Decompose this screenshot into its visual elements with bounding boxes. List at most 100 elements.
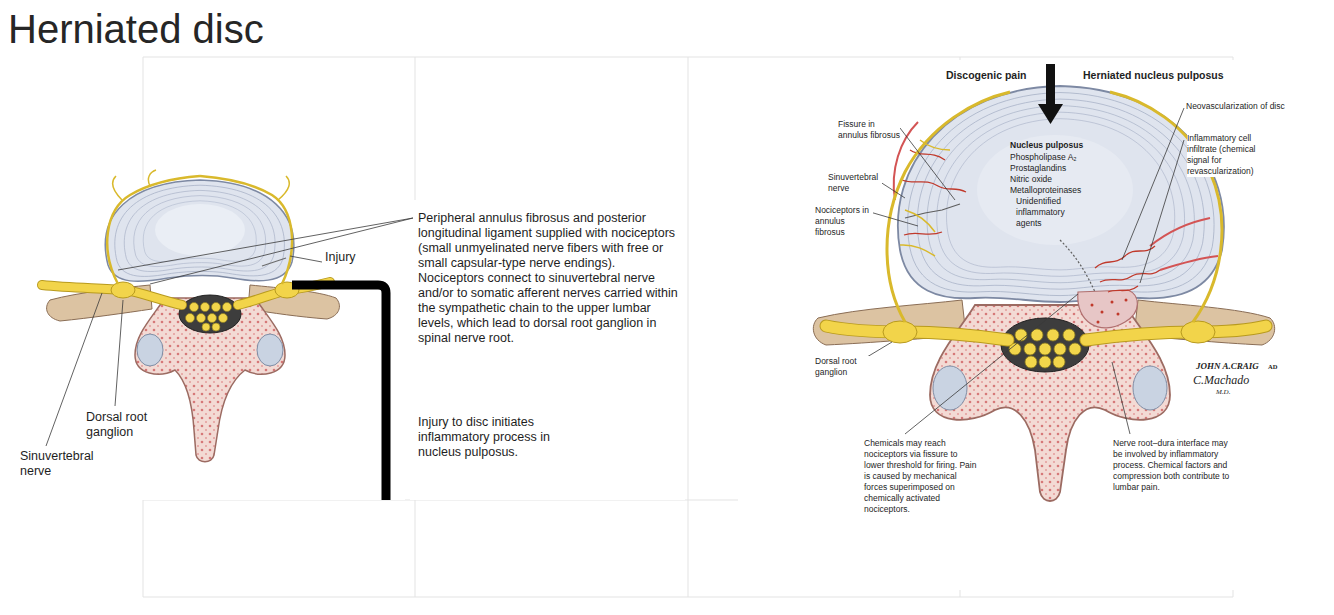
dorsal-root-ganglion xyxy=(1181,321,1215,343)
panel-line xyxy=(688,57,689,597)
facet-joint xyxy=(1133,366,1167,410)
facet-joint xyxy=(137,334,163,366)
nerve-root-section xyxy=(1015,329,1027,341)
note-text: Peripheral annulus fibrosus and posterio… xyxy=(418,211,680,346)
leader-line xyxy=(1122,108,1184,260)
leader-line xyxy=(150,218,413,284)
part-label: Nociceptors in annulus fibrosus xyxy=(815,205,873,238)
signature: AD xyxy=(1268,363,1277,371)
nerve-root-section xyxy=(219,314,228,323)
nerve-root-section xyxy=(197,314,206,323)
list-item: Unidentified inflammatory agents xyxy=(1016,196,1076,229)
herniated-nucleus xyxy=(1078,290,1138,328)
leader-lines xyxy=(46,218,413,446)
sinuvertebral-nerve xyxy=(887,92,1010,322)
nerve-root-section xyxy=(1025,356,1037,368)
leader-line xyxy=(118,218,413,270)
inflammatory-cells xyxy=(1091,299,1128,324)
leader-line xyxy=(290,256,322,262)
nerve-root-section xyxy=(1054,343,1066,355)
part-label: Sinuvertebral nerve xyxy=(20,449,110,479)
dorsal-root-ganglion xyxy=(111,282,135,298)
part-label: Inflammatory cell infiltrate (chemical s… xyxy=(1187,133,1265,177)
annulus-ring xyxy=(917,99,1204,289)
annulus-ring xyxy=(115,185,285,276)
list-item: Nitric oxide xyxy=(1010,174,1052,185)
leader-line xyxy=(900,128,955,200)
right-vertebra xyxy=(813,64,1274,501)
note-text: Injury to disc initiates inflammatory pr… xyxy=(418,415,588,460)
cauda-equina xyxy=(186,303,232,332)
nerve-root-section xyxy=(212,303,221,312)
leader-line xyxy=(870,212,918,226)
cell-dot xyxy=(1117,313,1120,316)
dorsal-root-ganglion xyxy=(883,321,917,343)
cauda-equina xyxy=(1009,329,1081,368)
intervertebral-disc xyxy=(898,86,1224,302)
leader-line xyxy=(1140,140,1184,283)
annulus-ring xyxy=(908,93,1214,296)
nerve-root-section xyxy=(1069,343,1081,355)
annulus-rings xyxy=(908,93,1214,296)
nerve-root-section xyxy=(186,314,195,323)
leader-line xyxy=(1112,362,1130,434)
cell-dot xyxy=(1101,311,1104,314)
spinal-canal xyxy=(179,295,241,333)
annulus-fissure xyxy=(905,204,960,218)
list-item: Metalloproteinases xyxy=(1010,185,1081,196)
cell-dot xyxy=(1111,301,1114,304)
sinuvertebral-nerve xyxy=(107,176,200,284)
spinal-canal xyxy=(1001,318,1089,372)
part-label: Nucleus pulposus xyxy=(1010,140,1083,151)
annulus-fissure xyxy=(1060,240,1095,292)
left-vertebra xyxy=(42,170,339,462)
nerve-root-section xyxy=(201,303,210,312)
nerve-root-section xyxy=(190,303,199,312)
sinuvertebral-nerve xyxy=(1110,92,1222,322)
part-label: Sinuvertebral nerve xyxy=(828,172,882,194)
nociceptor-branch xyxy=(900,140,950,256)
injury-fissure xyxy=(262,258,286,266)
spinal-nerve-outline xyxy=(1086,326,1266,340)
nerve-root-section xyxy=(1024,343,1036,355)
part-label: Injury xyxy=(325,250,385,265)
note-text: Chemicals may reach nociceptors via fiss… xyxy=(864,438,980,515)
bracket xyxy=(292,285,386,500)
spinal-nerve xyxy=(1086,326,1266,340)
facet-joint xyxy=(257,334,283,366)
blood-vessel xyxy=(1150,218,1218,270)
signature: C.Machado xyxy=(1193,373,1249,387)
note-text: Nerve root–dura interface may be involve… xyxy=(1113,438,1239,493)
nerve-root-section xyxy=(1039,343,1051,355)
list-item: Prostaglandins xyxy=(1010,163,1066,174)
cell-dot xyxy=(1125,299,1128,302)
annulus-rings xyxy=(115,185,285,276)
intervertebral-disc xyxy=(105,180,293,281)
figure-ground xyxy=(0,180,405,500)
nucleus-pulposus xyxy=(155,204,245,256)
annulus-ring xyxy=(937,112,1185,276)
annulus-ring xyxy=(143,201,256,262)
compression-arrow xyxy=(1038,64,1063,124)
heading-label: Herniated nucleus pulposus xyxy=(1083,69,1224,82)
leader-lines xyxy=(862,108,1184,434)
annulus-ring xyxy=(927,106,1194,283)
cell-dot xyxy=(1091,304,1094,307)
nerve-root-section xyxy=(1047,329,1059,341)
part-label: Dorsal root ganglion xyxy=(815,356,870,378)
signature: JOHN A.CRAIG xyxy=(1196,361,1259,372)
figure-ground xyxy=(738,60,1298,590)
nerve-root-section xyxy=(1063,329,1075,341)
nerve-root-section xyxy=(223,303,232,312)
part-label: Dorsal root ganglion xyxy=(86,410,176,440)
nucleus-pulposus xyxy=(977,135,1133,245)
page-title: Herniated disc xyxy=(8,6,264,52)
figure-ground xyxy=(410,200,685,500)
nerve-root-section xyxy=(1039,356,1051,368)
neovascularization xyxy=(1095,246,1160,292)
heading-label: Discogenic pain xyxy=(946,69,1027,82)
annulus-ring xyxy=(124,190,275,271)
part-label: Fissure in annulus fibrosus xyxy=(838,119,900,141)
nerve-root-section xyxy=(212,323,220,331)
